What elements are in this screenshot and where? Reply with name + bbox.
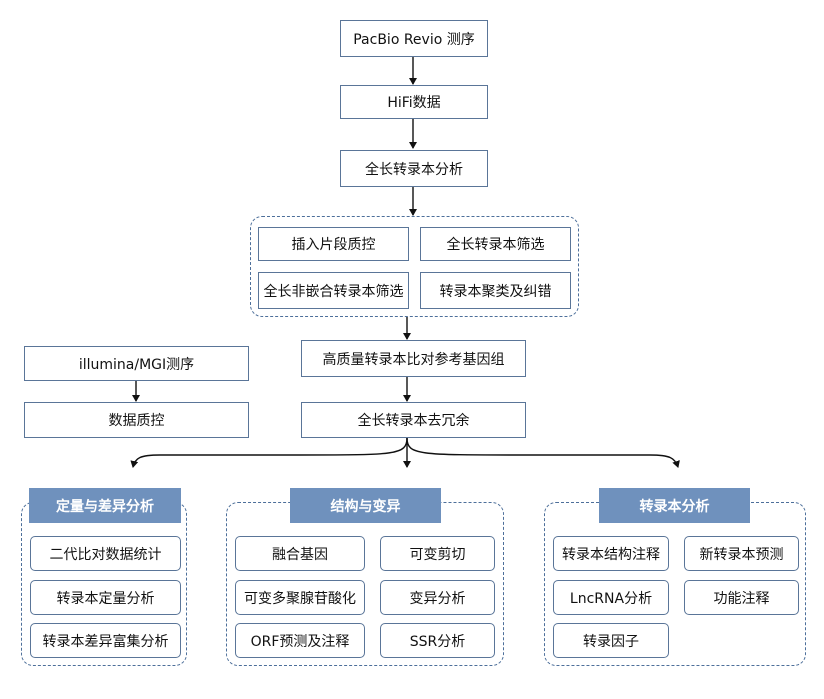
fusion-gene-box: 融合基因 — [235, 536, 365, 571]
branch-curve-right — [406, 437, 680, 468]
structure-annotation-box: 转录本结构注释 — [553, 536, 669, 571]
preprocess-group — [250, 216, 579, 317]
quant-diff-header: 定量与差异分析 — [29, 488, 181, 523]
hifi-data-box: HiFi数据 — [340, 85, 488, 119]
variant-analysis-box: 变异分析 — [380, 580, 495, 615]
branch-curve-left — [130, 437, 408, 468]
diff-enrichment-box: 转录本差异富集分析 — [30, 623, 181, 658]
orf-prediction-box: ORF预测及注释 — [235, 623, 365, 658]
pacbio-sequencing-box: PacBio Revio 测序 — [340, 20, 488, 57]
novel-transcript-box: 新转录本预测 — [684, 536, 799, 571]
dedup-box: 全长转录本去冗余 — [301, 402, 526, 438]
alternative-splicing-box: 可变剪切 — [380, 536, 495, 571]
lncrna-analysis-box: LncRNA分析 — [553, 580, 669, 615]
full-length-analysis-box: 全长转录本分析 — [340, 150, 488, 187]
insert-qc-box: 插入片段质控 — [258, 227, 409, 261]
function-annotation-box: 功能注释 — [684, 580, 799, 615]
illumina-sequencing-box: illumina/MGI测序 — [24, 346, 249, 381]
transcription-factor-box: 转录因子 — [553, 623, 669, 658]
align-reference-box: 高质量转录本比对参考基因组 — [301, 340, 526, 377]
full-length-filter-box: 全长转录本筛选 — [420, 227, 571, 261]
structure-variation-header: 结构与变异 — [290, 488, 441, 523]
data-qc-box: 数据质控 — [24, 402, 249, 438]
non-chimeric-filter-box: 全长非嵌合转录本筛选 — [258, 272, 409, 309]
transcript-analysis-header: 转录本分析 — [599, 488, 750, 523]
apa-box: 可变多聚腺苷酸化 — [235, 580, 365, 615]
ssr-analysis-box: SSR分析 — [380, 623, 495, 658]
mapping-stats-box: 二代比对数据统计 — [30, 536, 181, 571]
transcript-quant-box: 转录本定量分析 — [30, 580, 181, 615]
cluster-correction-box: 转录本聚类及纠错 — [420, 272, 571, 309]
